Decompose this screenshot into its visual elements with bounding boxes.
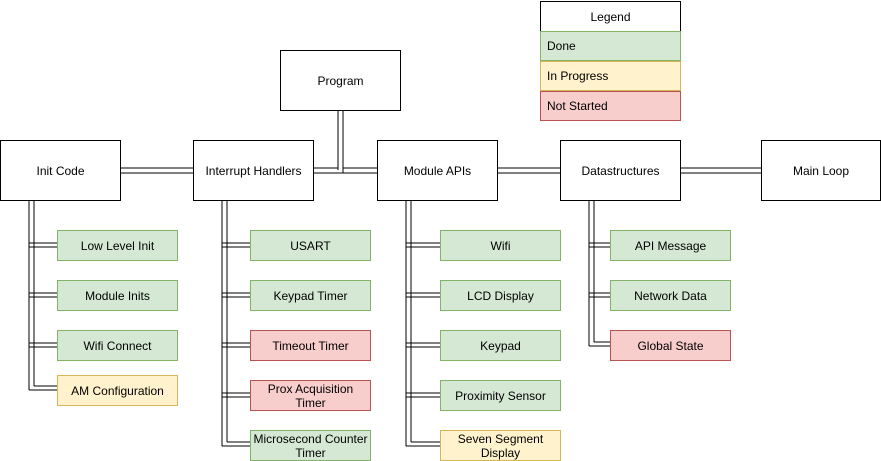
legend-done: Done xyxy=(540,31,681,61)
item-prox-acquisition-timer: Prox Acquisition Timer xyxy=(250,380,371,411)
node-main-loop: Main Loop xyxy=(761,140,881,201)
legend-in-progress: In Progress xyxy=(540,61,681,91)
item-wifi: Wifi xyxy=(440,230,561,261)
item-am-configuration: AM Configuration xyxy=(57,375,178,406)
item-module-inits: Module Inits xyxy=(57,280,178,311)
legend-not-started: Not Started xyxy=(540,91,681,121)
item-keypad: Keypad xyxy=(440,330,561,361)
item-microsecond-counter-timer: Microsecond Counter Timer xyxy=(250,430,371,461)
item-lcd-display: LCD Display xyxy=(440,280,561,311)
item-timeout-timer: Timeout Timer xyxy=(250,330,371,361)
item-wifi-connect: Wifi Connect xyxy=(57,330,178,361)
item-usart: USART xyxy=(250,230,371,261)
item-api-message: API Message xyxy=(610,230,731,261)
node-program: Program xyxy=(280,50,401,111)
item-seven-segment-display: Seven Segment Display xyxy=(440,430,561,461)
legend-title: Legend xyxy=(540,1,681,32)
item-proximity-sensor: Proximity Sensor xyxy=(440,380,561,411)
item-keypad-timer: Keypad Timer xyxy=(250,280,371,311)
node-interrupt-handlers: Interrupt Handlers xyxy=(193,140,314,201)
item-global-state: Global State xyxy=(610,330,731,361)
node-datastructures: Datastructures xyxy=(560,140,681,201)
node-init-code: Init Code xyxy=(0,140,121,201)
node-module-apis: Module APIs xyxy=(377,140,498,201)
item-network-data: Network Data xyxy=(610,280,731,311)
item-low-level-init: Low Level Init xyxy=(57,230,178,261)
